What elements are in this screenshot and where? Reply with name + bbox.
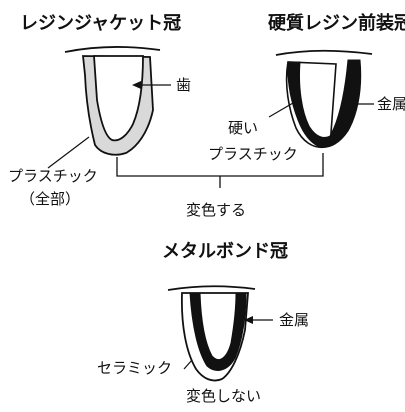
metal-frame-bottom bbox=[189, 292, 247, 371]
natural-tooth bbox=[93, 55, 144, 142]
leader-hard-plastic bbox=[268, 102, 294, 118]
gum-line-middle bbox=[275, 49, 373, 56]
leader-metal-bottom-arrowhead bbox=[244, 316, 253, 324]
discolor-bracket bbox=[116, 153, 324, 188]
gum-line-left bbox=[64, 46, 161, 53]
leader-tooth-arrowhead bbox=[132, 81, 141, 89]
label-tooth: 歯 bbox=[176, 76, 191, 94]
label-no-discolor: 変色しない bbox=[186, 387, 261, 405]
leader-lines bbox=[47, 81, 374, 370]
gum-line-bottom bbox=[167, 285, 256, 291]
leader-plastic-all bbox=[47, 136, 90, 169]
metal-frame-middle bbox=[287, 59, 362, 148]
hard-resin-veneer-crown-illustration bbox=[275, 49, 373, 149]
leader-ceramic bbox=[183, 359, 193, 370]
label-hard-plastic-line1: 硬い bbox=[228, 119, 258, 137]
label-discolors: 変色する bbox=[186, 201, 246, 219]
leader-metal-top-arrowhead bbox=[344, 100, 353, 108]
label-metal-bottom: 金属 bbox=[279, 311, 309, 329]
label-metal-top: 金属 bbox=[377, 95, 405, 113]
label-plastic-all-line2: （全部） bbox=[20, 190, 80, 208]
label-ceramic: セラミック bbox=[97, 359, 172, 377]
resin-jacket-crown-illustration bbox=[64, 46, 161, 156]
title-hard-resin-veneer-crown: 硬質レジン前装冠 bbox=[268, 12, 405, 34]
label-hard-plastic-line2: プラスチック bbox=[208, 145, 298, 163]
title-metal-bond-crown: メタルボンド冠 bbox=[162, 241, 288, 262]
title-resin-jacket-crown: レジンジャケット冠 bbox=[20, 13, 181, 34]
label-plastic-all-line1: プラスチック bbox=[8, 167, 98, 185]
metal-bond-crown-illustration bbox=[167, 285, 256, 382]
